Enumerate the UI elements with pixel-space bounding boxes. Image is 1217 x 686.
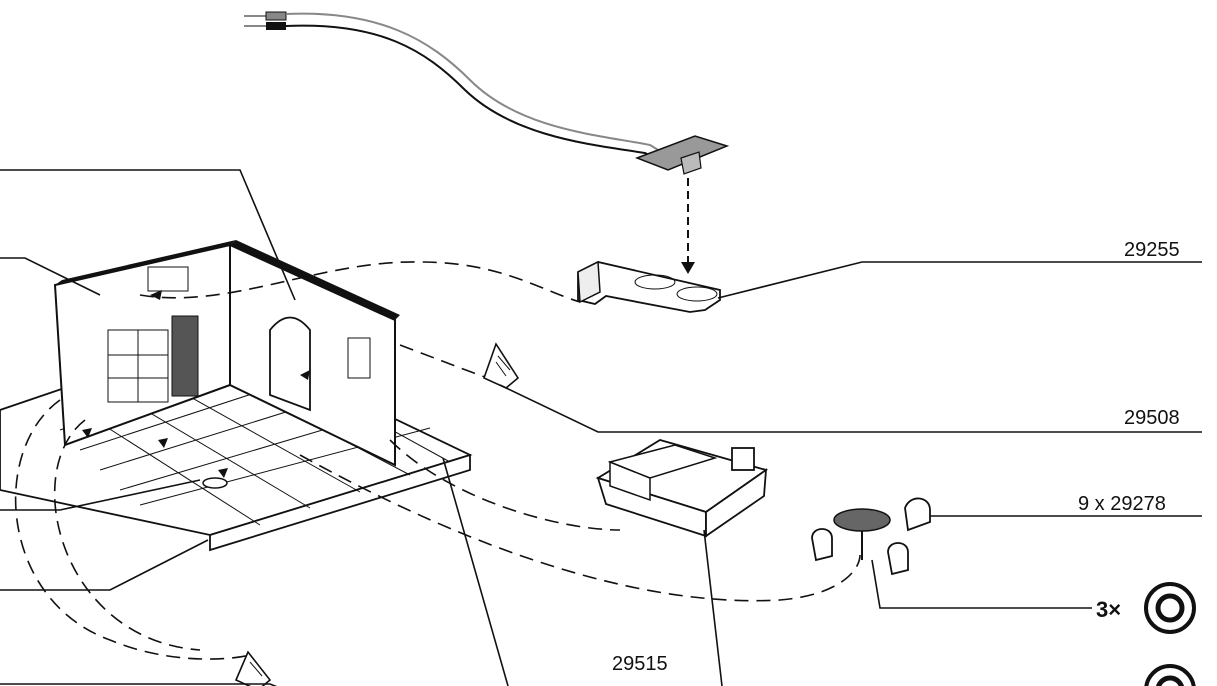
- room-module: [0, 240, 473, 552]
- counter: [595, 439, 769, 538]
- ring-symbol: [1144, 582, 1196, 634]
- part-number-29515: 29515: [612, 653, 668, 675]
- menu-sign: [483, 342, 520, 389]
- lamp-holder: [577, 260, 721, 313]
- led-plate: [634, 135, 730, 175]
- part-number-29255: 29255: [1124, 239, 1180, 261]
- insert-arrow: [681, 178, 695, 274]
- table-count: 3×: [1096, 597, 1121, 622]
- table-and-chairs: [811, 497, 931, 576]
- menu-sign-2: [234, 650, 272, 686]
- part-number-29278: 9 x 29278: [1078, 493, 1166, 515]
- ring-symbol-2: [1144, 664, 1196, 686]
- part-number-29508: 29508: [1124, 407, 1180, 429]
- room-leader-lines: [0, 169, 296, 591]
- light-wire: [244, 11, 669, 163]
